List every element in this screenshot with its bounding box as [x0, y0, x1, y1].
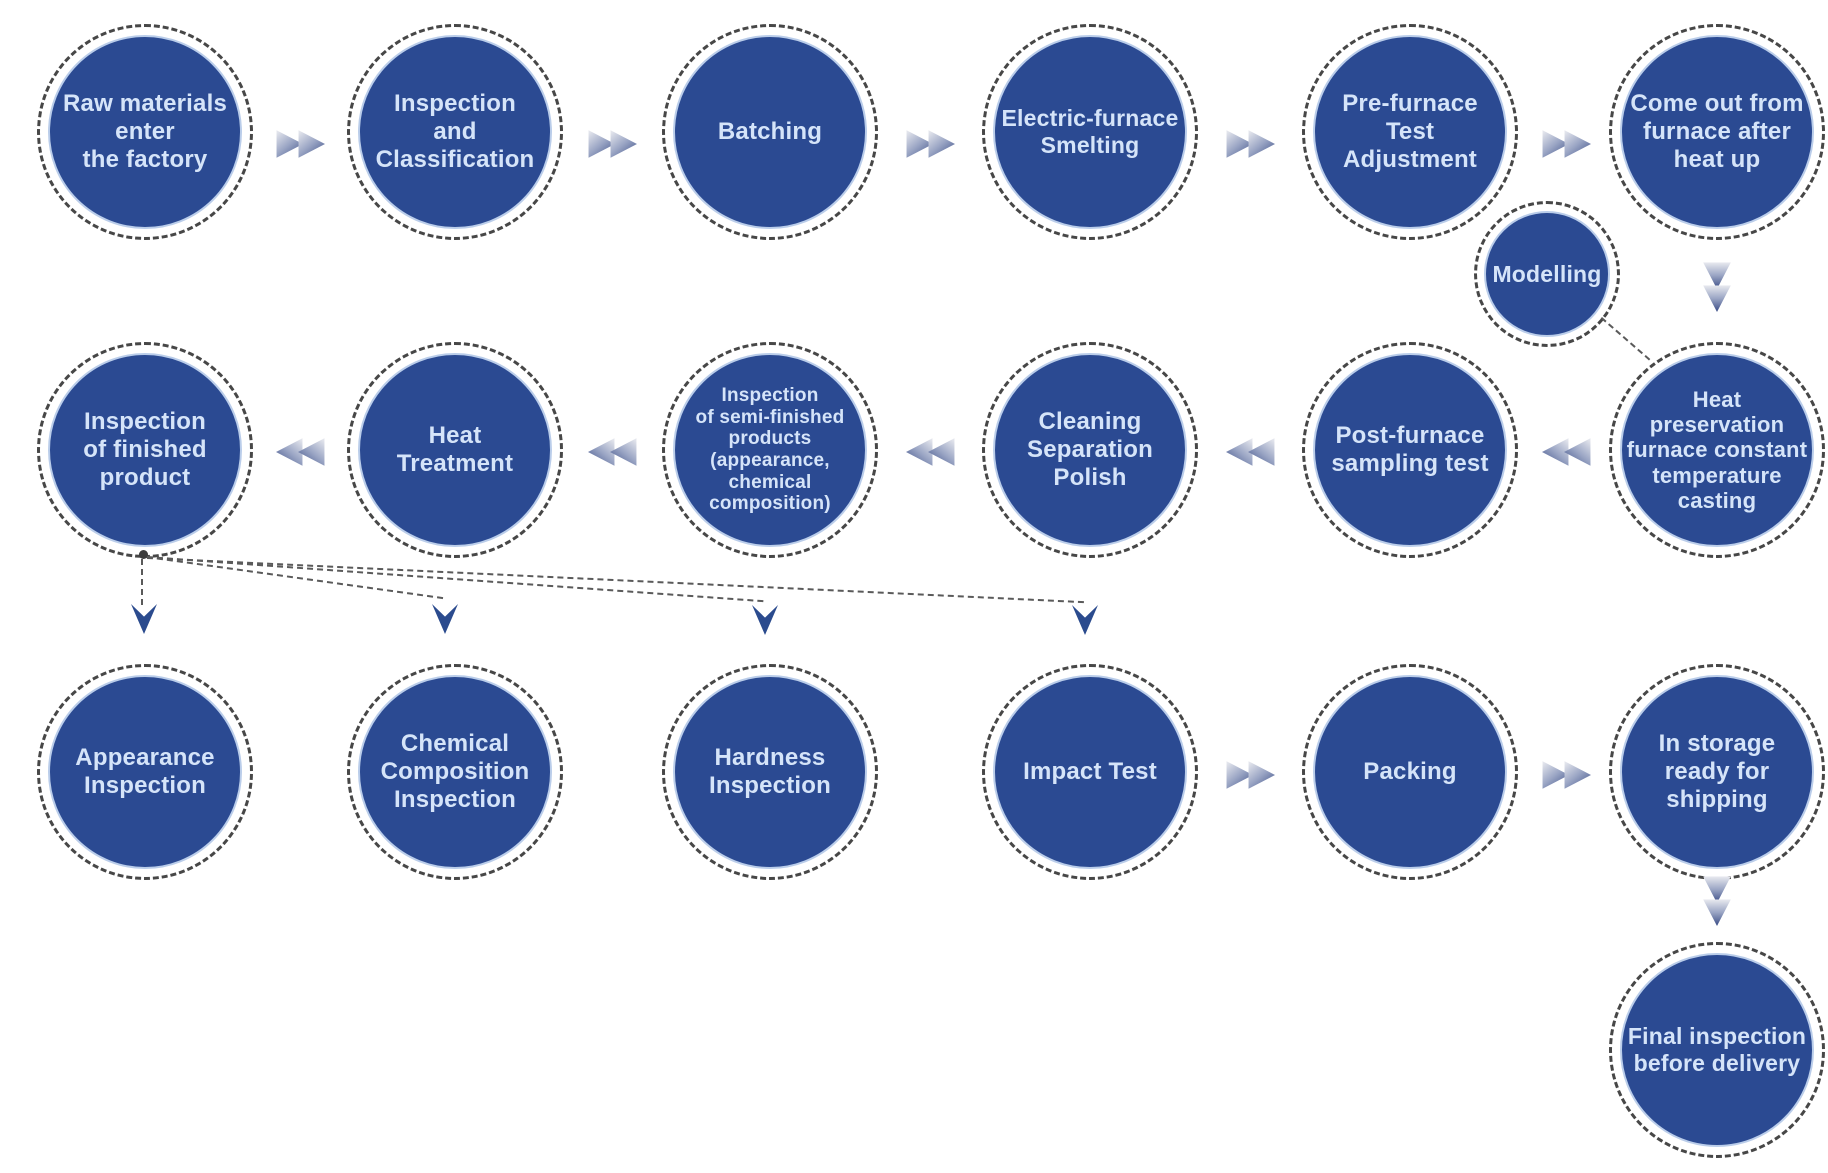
node-heat-treatment: Heat Treatment [347, 342, 563, 558]
node-circle: Modelling [1484, 211, 1610, 337]
arrowhead-down-icon [131, 604, 157, 634]
node-label: Inspection and Classification [375, 90, 535, 173]
node-label: Inspection of semi-finished products (ap… [695, 385, 845, 515]
node-pre-furnace-test-adjustment: Pre-furnace Test Adjustment [1302, 24, 1518, 240]
chevron-left-icon [276, 437, 325, 467]
chevron-left-icon [1226, 437, 1275, 467]
node-chemical-composition-inspection: Chemical Composition Inspection [347, 664, 563, 880]
arrowhead-down-icon [752, 605, 778, 635]
chevron-left-icon [588, 437, 637, 467]
chevron-down-icon [1702, 876, 1732, 926]
node-label: Packing [1363, 758, 1457, 786]
branch-origin-dot [139, 550, 148, 559]
node-label: Inspection of finished product [83, 408, 207, 491]
node-label: Impact Test [1023, 758, 1157, 786]
node-circle: Cleaning Separation Polish [993, 353, 1187, 547]
node-label: Final inspection before delivery [1627, 1023, 1807, 1076]
dashed-branch-appearance [141, 559, 143, 605]
node-circle: Final inspection before delivery [1620, 953, 1814, 1147]
chevron-right-icon [1542, 760, 1591, 790]
node-circle: Inspection of semi-finished products (ap… [673, 353, 867, 547]
node-circle: Heat Treatment [358, 353, 552, 547]
node-label: Batching [717, 118, 823, 146]
node-circle: Batching [673, 35, 867, 229]
chevron-right-icon [1226, 129, 1275, 159]
node-circle: Post-furnace sampling test [1313, 353, 1507, 547]
node-circle: Come out from furnace after heat up [1620, 35, 1814, 229]
node-label: In storage ready for shipping [1658, 730, 1776, 813]
arrowhead-down-icon [432, 604, 458, 634]
node-raw-materials: Raw materials enter the factory [37, 24, 253, 240]
chevron-right-icon [276, 129, 325, 159]
node-circle: Pre-furnace Test Adjustment [1313, 35, 1507, 229]
node-inspection-finished-product: Inspection of finished product [37, 342, 253, 558]
node-modelling: Modelling [1474, 201, 1620, 347]
node-impact-test: Impact Test [982, 664, 1198, 880]
node-circle: Impact Test [993, 675, 1187, 869]
node-hardness-inspection: Hardness Inspection [662, 664, 878, 880]
node-appearance-inspection: Appearance Inspection [37, 664, 253, 880]
dashed-branch-impact [146, 557, 1084, 604]
node-heat-preservation-casting: Heat preservation furnace constant tempe… [1609, 342, 1825, 558]
dashed-branch-chemical [146, 556, 444, 600]
node-label: Appearance Inspection [75, 744, 215, 799]
node-packing: Packing [1302, 664, 1518, 880]
node-label: Chemical Composition Inspection [380, 730, 530, 813]
node-electric-furnace-smelting: Electric-furnace Smelting [982, 24, 1198, 240]
chevron-right-icon [1226, 760, 1275, 790]
chevron-right-icon [1542, 129, 1591, 159]
node-circle: Appearance Inspection [48, 675, 242, 869]
node-final-inspection-before-delivery: Final inspection before delivery [1609, 942, 1825, 1158]
node-label: Raw materials enter the factory [62, 90, 227, 173]
node-post-furnace-sampling-test: Post-furnace sampling test [1302, 342, 1518, 558]
node-label: Pre-furnace Test Adjustment [1342, 90, 1478, 173]
node-label: Heat preservation furnace constant tempe… [1626, 387, 1808, 513]
node-circle: Chemical Composition Inspection [358, 675, 552, 869]
chevron-left-icon [906, 437, 955, 467]
node-label: Heat Treatment [396, 422, 514, 477]
dashed-connector-modelling [1600, 317, 1651, 361]
node-inspection-semi-finished: Inspection of semi-finished products (ap… [662, 342, 878, 558]
node-label: Come out from furnace after heat up [1630, 90, 1804, 173]
node-inspection-classification: Inspection and Classification [347, 24, 563, 240]
node-circle: Heat preservation furnace constant tempe… [1620, 353, 1814, 547]
node-cleaning-separation-polish: Cleaning Separation Polish [982, 342, 1198, 558]
node-circle: Hardness Inspection [673, 675, 867, 869]
node-circle: Inspection of finished product [48, 353, 242, 547]
node-in-storage-ready-for-shipping: In storage ready for shipping [1609, 664, 1825, 880]
node-circle: Inspection and Classification [358, 35, 552, 229]
chevron-left-icon [1542, 437, 1591, 467]
node-circle: Packing [1313, 675, 1507, 869]
node-label: Hardness Inspection [708, 744, 831, 799]
node-circle: In storage ready for shipping [1620, 675, 1814, 869]
node-circle: Raw materials enter the factory [48, 35, 242, 229]
arrowhead-down-icon [1072, 605, 1098, 635]
chevron-right-icon [906, 129, 955, 159]
node-label: Modelling [1492, 260, 1602, 287]
chevron-right-icon [588, 129, 637, 159]
node-label: Cleaning Separation Polish [1026, 408, 1154, 491]
node-circle: Electric-furnace Smelting [993, 35, 1187, 229]
chevron-down-icon [1702, 262, 1732, 312]
node-batching: Batching [662, 24, 878, 240]
node-label: Electric-furnace Smelting [1001, 105, 1179, 158]
node-come-out-from-furnace: Come out from furnace after heat up [1609, 24, 1825, 240]
node-label: Post-furnace sampling test [1331, 422, 1489, 477]
